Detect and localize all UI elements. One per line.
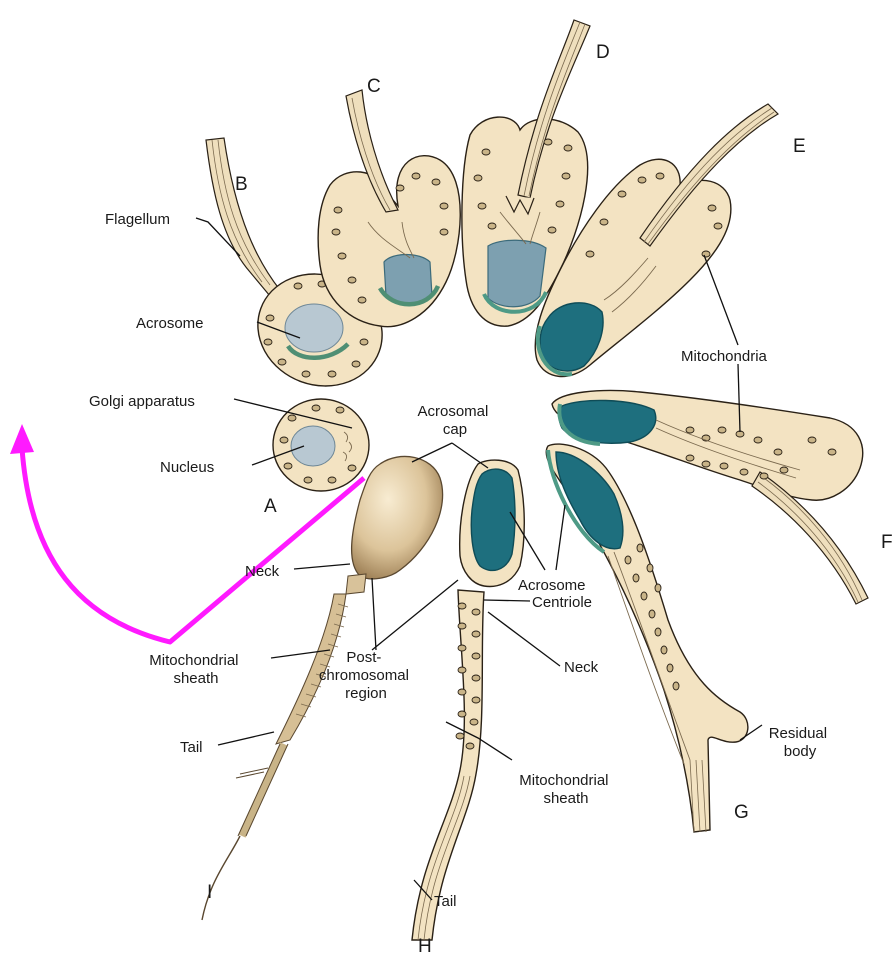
label-mitochondrial-sheath-h-line2: sheath <box>543 790 588 807</box>
label-acrosomal-cap-line2: cap <box>443 421 467 438</box>
stage-letter-e: E <box>793 136 806 157</box>
stage-letter-h: H <box>418 936 432 957</box>
stage-letter-c: C <box>367 76 381 97</box>
label-acrosome-b: Acrosome <box>136 315 204 332</box>
label-mitochondrial-sheath-i: Mitochondrial sheath <box>149 652 242 687</box>
label-flagellum: Flagellum <box>105 211 170 228</box>
label-nucleus: Nucleus <box>160 459 214 476</box>
label-post-chromosomal-line1: Post- <box>346 649 381 666</box>
label-mitochondrial-sheath-h: Mitochondrial sheath <box>519 772 612 807</box>
label-post-chromosomal-line2: chromosomal <box>319 667 409 684</box>
label-residual-body-line2: body <box>784 743 817 760</box>
label-acrosome-h: Acrosome <box>518 577 586 594</box>
label-mitochondrial-sheath-h-line1: Mitochondrial <box>519 772 608 789</box>
stage-a-cell <box>273 399 369 491</box>
label-tail-i: Tail <box>180 739 203 756</box>
stage-letter-i: I <box>207 882 212 903</box>
label-neck-i: Neck <box>245 563 280 580</box>
stage-letter-a: A <box>264 496 277 517</box>
stage-i-sperm <box>202 456 443 920</box>
label-mitochondrial-sheath-i-line2: sheath <box>173 670 218 687</box>
label-centriole: Centriole <box>532 594 592 611</box>
stage-letter-f: F <box>881 532 893 553</box>
stage-c-cell <box>318 90 460 327</box>
label-mitochondrial-sheath-i-line1: Mitochondrial <box>149 652 238 669</box>
arrow-head-icon <box>10 424 34 454</box>
stage-letter-g: G <box>734 802 749 823</box>
label-mitochondria: Mitochondria <box>681 348 768 365</box>
label-tail-h: Tail <box>434 893 457 910</box>
label-residual-body-line1: Residual <box>769 725 827 742</box>
label-acrosomal-cap-line1: Acrosomal <box>417 403 488 420</box>
label-post-chromosomal-line3: region <box>345 685 387 702</box>
stage-letter-b: B <box>235 174 248 195</box>
stage-letter-d: D <box>596 42 610 63</box>
label-golgi-apparatus: Golgi apparatus <box>89 393 195 410</box>
label-neck-h: Neck <box>564 659 599 676</box>
label-residual-body: Residual body <box>769 725 832 760</box>
label-acrosomal-cap: Acrosomal cap <box>417 403 492 438</box>
